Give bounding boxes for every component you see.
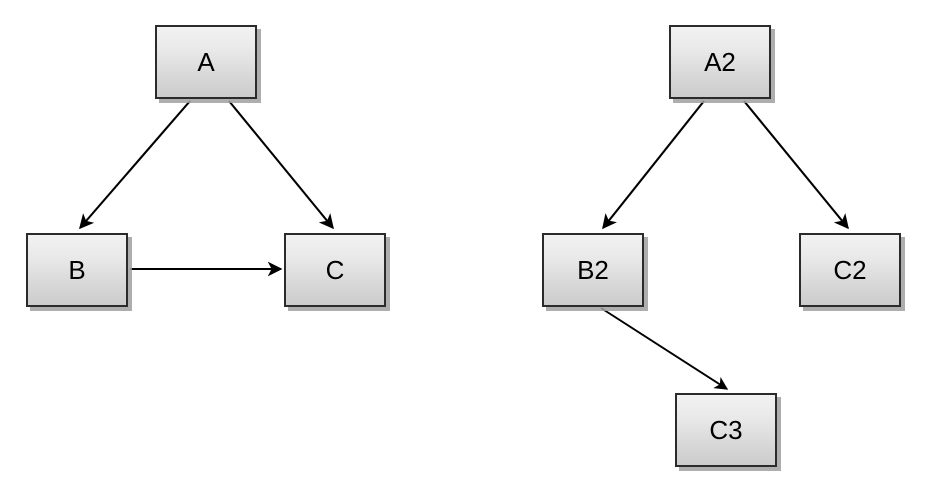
node-c3[interactable]: C3	[675, 393, 777, 467]
node-c[interactable]: C	[284, 233, 386, 307]
edge-a2-to-b2	[602, 100, 705, 230]
node-b-label: B	[68, 255, 86, 285]
node-a2[interactable]: A2	[669, 25, 771, 99]
node-b2[interactable]: B2	[542, 233, 644, 307]
edge-a-to-b	[79, 100, 191, 230]
node-b[interactable]: B	[26, 233, 128, 307]
edge-a-to-c	[228, 100, 334, 230]
node-a[interactable]: A	[155, 25, 257, 99]
node-c2[interactable]: C2	[799, 233, 901, 307]
node-c3-label: C3	[709, 415, 743, 445]
node-c-label: C	[325, 255, 345, 285]
node-a-label: A	[197, 47, 215, 77]
node-c2-label: C2	[833, 255, 867, 285]
node-b2-label: B2	[577, 255, 609, 285]
edge-b2-to-c3	[600, 307, 729, 390]
edge-a2-to-c2	[743, 100, 849, 230]
node-a2-label: A2	[704, 47, 736, 77]
